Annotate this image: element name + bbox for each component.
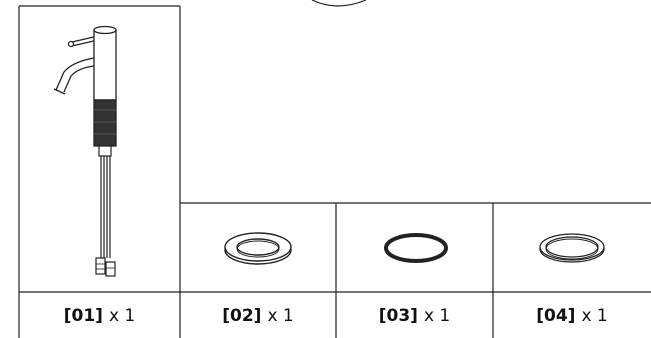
part-code: [04] — [536, 305, 576, 326]
flat-washer-icon — [224, 232, 292, 265]
tall-basin-faucet-icon — [53, 25, 117, 277]
part-label-03: [03] x 1 — [336, 293, 493, 338]
part-label-04: [04] x 1 — [493, 293, 651, 338]
part-qty: x 1 — [423, 305, 451, 326]
part-code: [01] — [63, 305, 103, 326]
part-label-02: [02] x 1 — [180, 293, 336, 338]
part-qty: x 1 — [108, 305, 136, 326]
part-label-01: [01] x 1 — [19, 293, 180, 338]
part-code: [03] — [378, 305, 418, 326]
o-ring-icon — [384, 233, 448, 263]
thin-ring-icon — [539, 233, 605, 263]
part-qty: x 1 — [581, 305, 608, 326]
part-code: [02] — [222, 305, 262, 326]
part-qty: x 1 — [267, 305, 294, 326]
